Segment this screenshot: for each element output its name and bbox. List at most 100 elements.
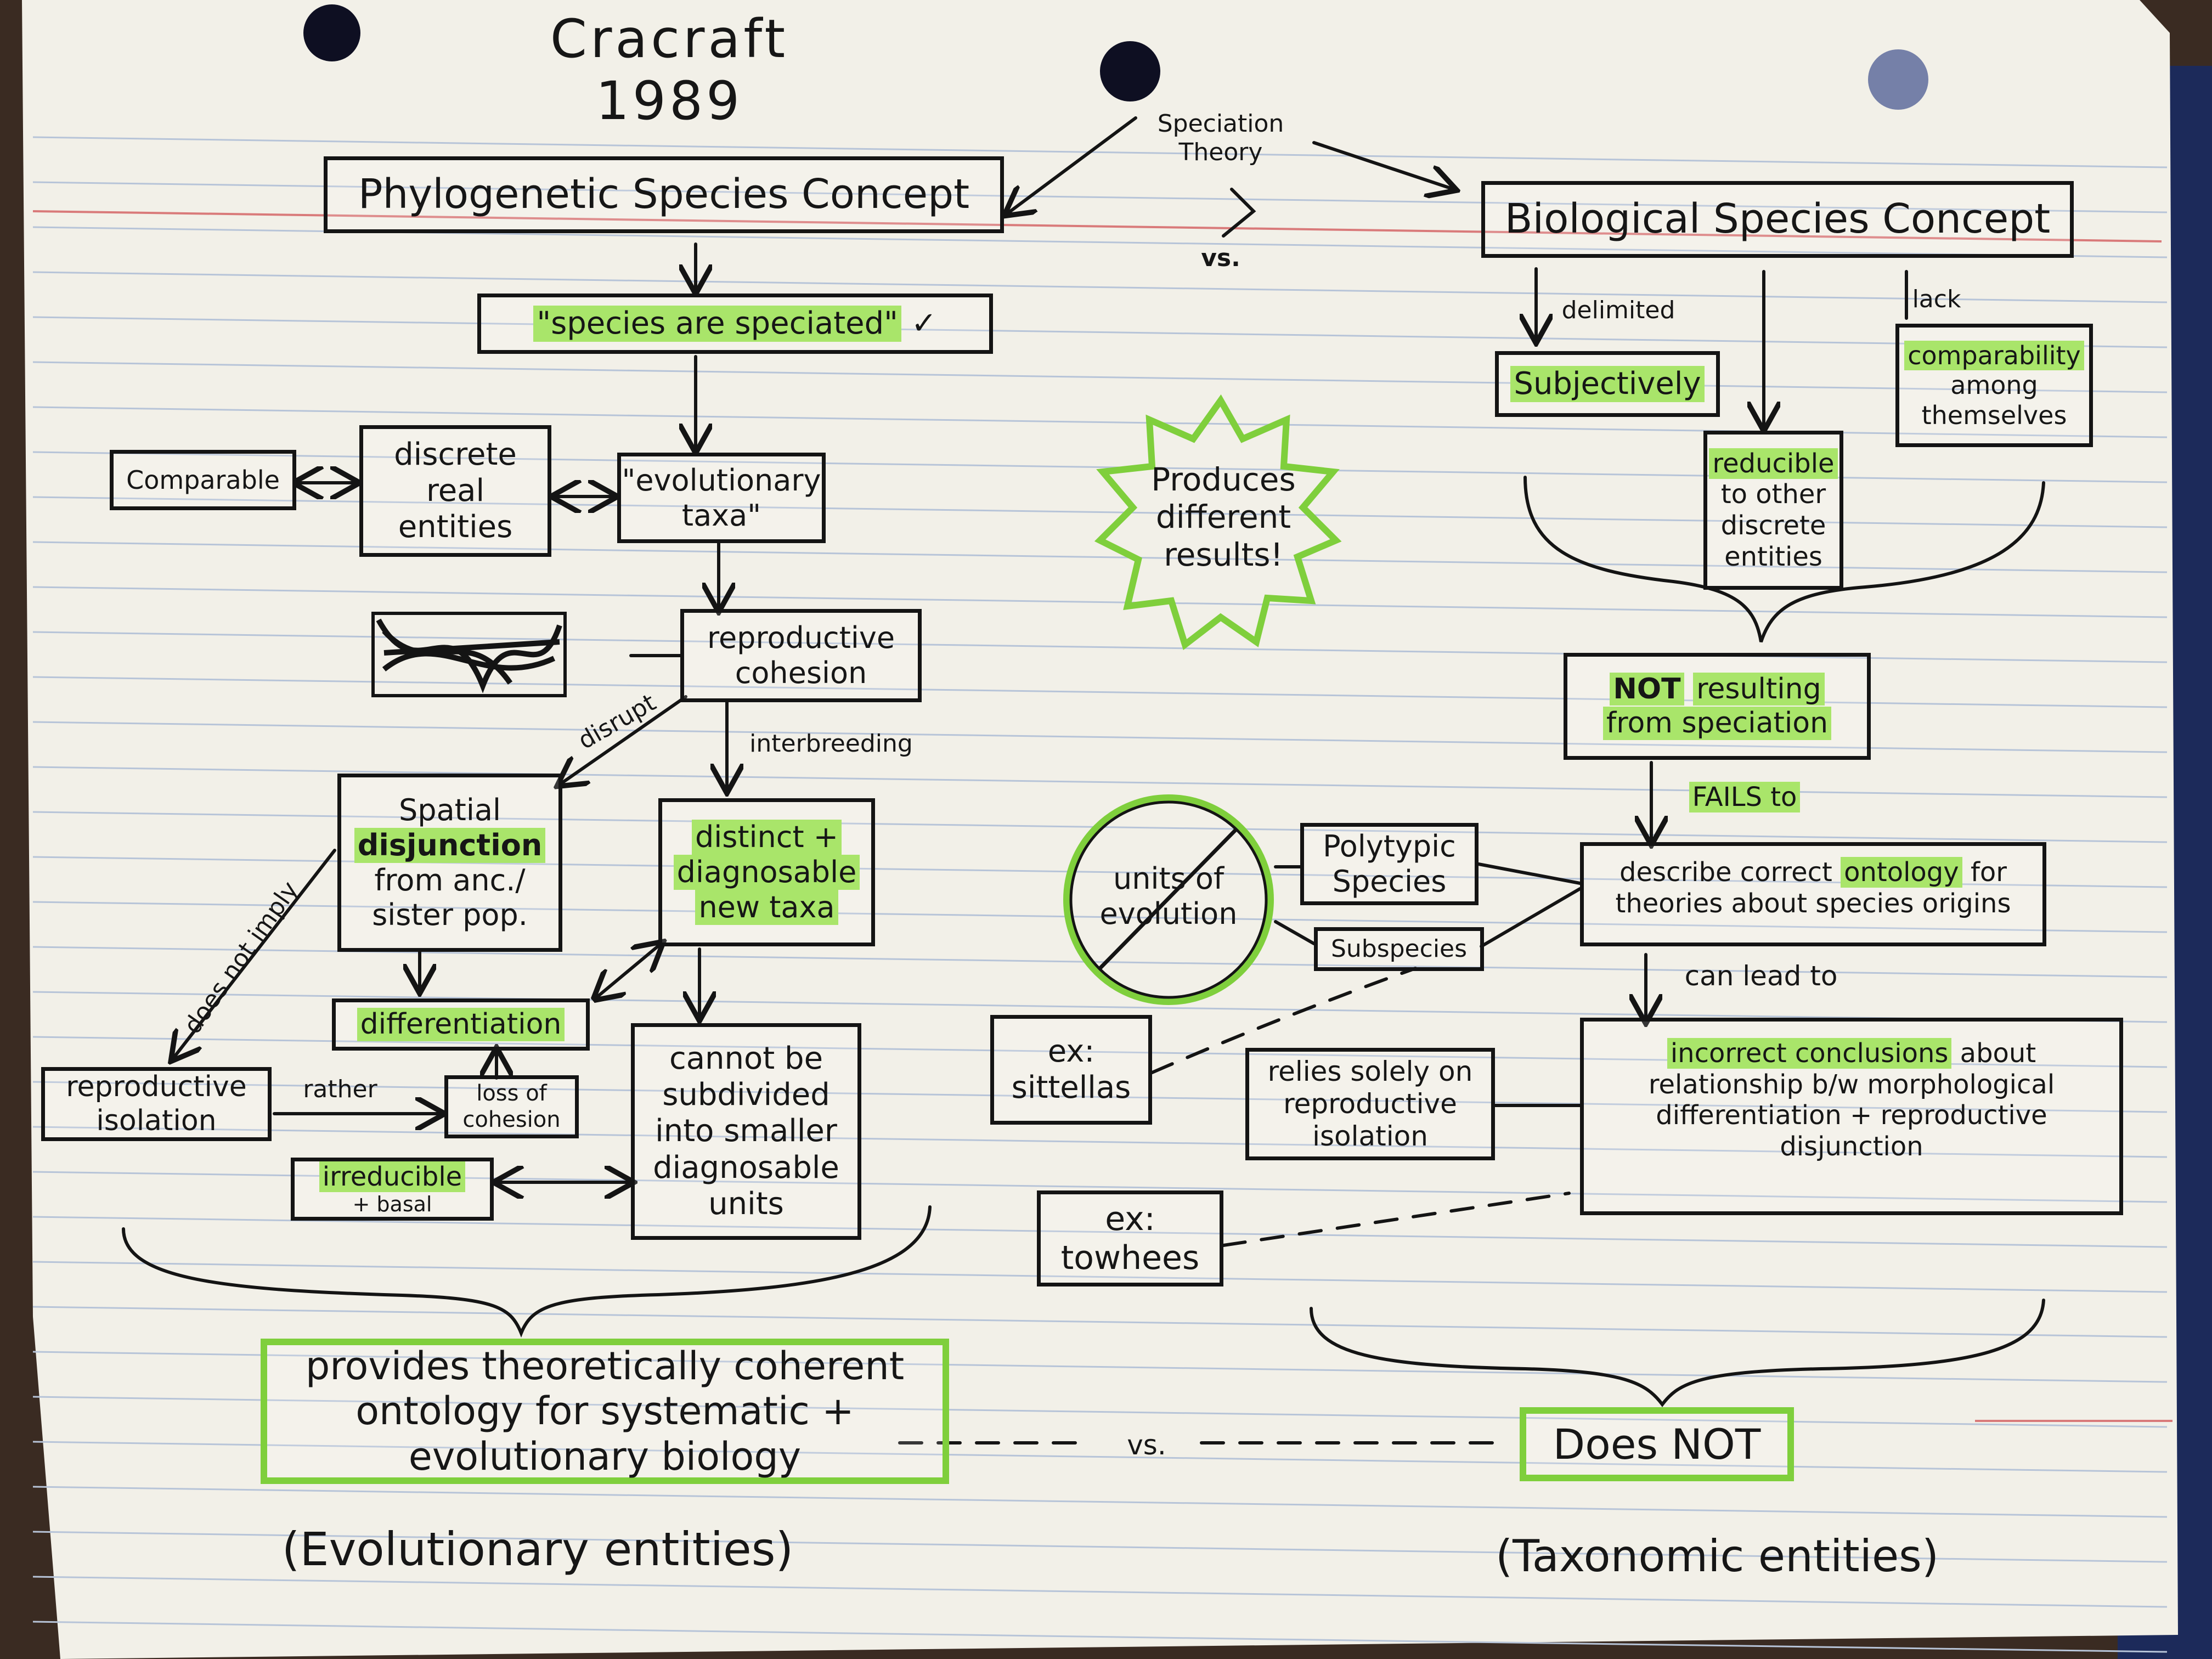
species-are-speciated-text: "species are speciated": [533, 305, 901, 342]
taxonomic-entities-label: (Taxonomic entities): [1495, 1531, 1939, 1582]
ruled-line: [32, 1081, 2168, 1113]
line-subspecies-describe: [1480, 887, 1582, 948]
reproductive-cohesion-box: reproductive cohesion: [680, 609, 922, 702]
cannot-be-subdivided-box: cannot be subdivided into smaller diagno…: [631, 1023, 861, 1240]
punch-hole: [1868, 49, 1928, 110]
species-are-speciated-box: "species are speciated" ✓: [477, 294, 993, 354]
irreducible-text: irreducible: [319, 1161, 466, 1193]
reducible-box: reducible to other discrete entities: [1703, 431, 1843, 590]
fails-to-text: FAILS to: [1689, 782, 1801, 812]
right-brace-bottom: [1310, 1299, 2045, 1407]
line-polytypic-describe: [1477, 862, 1582, 885]
page-title: Cracraft 1989: [550, 8, 789, 132]
scribbled-box: [371, 612, 567, 697]
ruled-line: [32, 1441, 2168, 1473]
spatial-disjunction-box: Spatial disjunction from anc./ sister po…: [337, 774, 562, 952]
rather-label: rather: [303, 1075, 377, 1103]
subjectively-text: Subjectively: [1510, 365, 1705, 403]
among-themselves-text: among themselves: [1921, 370, 2067, 430]
differentiation-box: differentiation: [332, 998, 590, 1051]
units-of-evolution-label: units of evolution: [1099, 861, 1238, 931]
delimited-label: delimited: [1561, 296, 1675, 324]
ruled-line: [32, 1261, 2168, 1293]
interbreeding-label: interbreeding: [749, 730, 913, 758]
provides-line-1: provides theoretically coherent: [305, 1343, 905, 1389]
ruled-line: [32, 1126, 2168, 1158]
units-circle: [1063, 794, 1274, 1005]
ruled-line: [32, 1486, 2168, 1518]
left-brace: [122, 1205, 932, 1338]
ruled-line: [32, 721, 2168, 753]
resulting-text: resulting: [1693, 673, 1825, 706]
subspecies-box: Subspecies: [1314, 927, 1484, 971]
vs-label-bottom: vs.: [1127, 1429, 1166, 1461]
dashed-towhees: [1222, 1192, 1571, 1247]
speciation-theory-label: Speciation Theory: [1157, 110, 1284, 166]
provides-coherent-ontology-box: provides theoretically coherent ontology…: [261, 1339, 949, 1484]
produces-different-results: Produces different results!: [1151, 461, 1296, 573]
ontology-text: ontology: [1841, 857, 1962, 888]
evolutionary-taxa-box: "evolutionary taxa": [617, 453, 826, 543]
starburst-outline: [1094, 394, 1342, 651]
does-not-box: Does NOT: [1520, 1407, 1794, 1481]
about-relationship-text: about relationship b/w morphological dif…: [1648, 1038, 2055, 1162]
arrow-theory-to-bsc: [1312, 141, 1454, 189]
comparability-text: comparability: [1904, 341, 2084, 371]
describe-correct-ontology-box: describe correct ontology for theories a…: [1580, 842, 2046, 946]
arrow-theory-to-psc: [1007, 116, 1137, 214]
ruled-line: [32, 946, 2168, 978]
basal-text: + basal: [352, 1192, 432, 1217]
describe-correct-text: describe correct: [1620, 857, 1832, 888]
line-units-subspecies: [1274, 920, 1316, 945]
new-taxa-text: new taxa: [695, 889, 838, 925]
evolutionary-entities-label: (Evolutionary entities): [281, 1522, 794, 1576]
polytypic-species-box: Polytypic Species: [1300, 823, 1479, 905]
ruled-line: [32, 541, 2168, 573]
diagnosable-text: diagnosable: [673, 855, 860, 890]
ex-towhees-box: ex: towhees: [1037, 1190, 1223, 1286]
ruled-line: [32, 901, 2168, 933]
prohibition-slash: [1098, 827, 1239, 970]
disjunction-text: disjunction: [354, 827, 546, 863]
punch-hole: [303, 4, 360, 61]
to-other-discrete-text: to other discrete entities: [1720, 479, 1826, 572]
loss-of-cohesion-box: loss of cohesion: [444, 1075, 579, 1138]
reproductive-isolation-box: reproductive isolation: [41, 1067, 272, 1141]
ruled-line: [32, 361, 2168, 393]
from-ancestral-text: from anc./ sister pop.: [372, 862, 528, 933]
ruled-line: [32, 271, 2168, 303]
phylogenetic-species-concept: Phylogenetic Species Concept: [324, 156, 1004, 233]
not-resulting-box: NOT resulting from speciation: [1564, 653, 1871, 760]
ruled-line: [32, 991, 2168, 1023]
vs-chevron: [1222, 188, 1256, 238]
vs-label-top: vs.: [1201, 244, 1240, 272]
checkmark-icon: ✓: [911, 305, 937, 341]
ruled-line: [32, 136, 2168, 168]
punch-hole: [1100, 41, 1160, 101]
comparable-box: Comparable: [110, 450, 296, 510]
comparability-box: comparability among themselves: [1895, 324, 2093, 447]
ruled-line: [32, 586, 2168, 618]
ruled-line: [32, 1306, 2168, 1338]
ruled-line: [32, 316, 2168, 348]
ruled-line: [32, 1576, 2168, 1608]
arrow-cohesion-disrupt: [560, 695, 687, 785]
differentiation-text: differentiation: [357, 1007, 565, 1042]
ruled-line: [32, 1216, 2168, 1248]
incorrect-conclusions-box: incorrect conclusions about relationship…: [1580, 1018, 2123, 1215]
fails-to-label: FAILS to: [1662, 782, 1827, 813]
ruled-line: [32, 1531, 2168, 1563]
lack-label: lack: [1912, 285, 1961, 313]
spatial-text: Spatial: [399, 793, 501, 828]
incorrect-conclusions-text: incorrect conclusions: [1667, 1038, 1952, 1069]
not-text: NOT: [1610, 673, 1684, 706]
from-speciation-text: from speciation: [1602, 706, 1832, 740]
can-lead-to-label: can lead to: [1684, 960, 1838, 992]
provides-line-2: ontology for systematic +: [356, 1389, 854, 1434]
distinct-text: distinct +: [691, 820, 842, 855]
ex-sittellas-box: ex: sittellas: [990, 1015, 1152, 1125]
ruled-lines: [32, 136, 2168, 1653]
dashed-sittellas: [1150, 967, 1417, 1074]
provides-line-3: evolutionary biology: [408, 1434, 802, 1479]
